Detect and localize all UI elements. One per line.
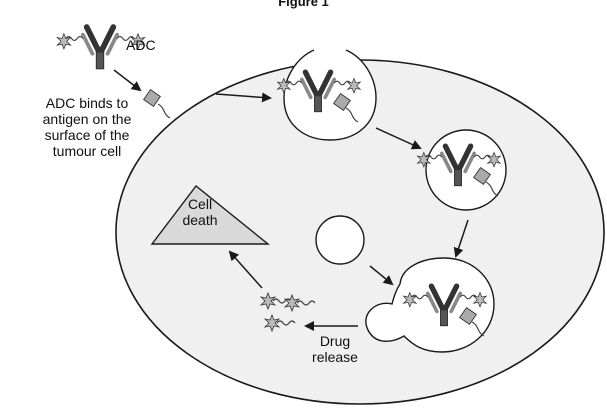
arrow-lysosome-to-fusion [369,265,394,286]
drug-release-label: Drug release [300,333,370,365]
arrow-to-fusion [453,219,469,258]
adc-binds-label: ADC binds to antigen on the surface of t… [22,95,152,159]
endosome-vesicle [418,129,507,211]
adc-binds-label-line: surface of the [44,127,130,143]
adc-binds-label-line: tumour cell [52,143,122,159]
arrow-adc-to-antigen [113,69,142,92]
lysosome-vesicle [315,215,365,265]
figure-title: Figure 1 [278,0,329,9]
endocytosis-vesicle [278,49,377,141]
adc-binds-label-line: ADC binds to [45,95,129,111]
adc-binds-label-line: antigen on the [42,111,132,127]
cell-death-label-line: death [182,212,218,228]
cell-death-triangle [150,185,270,245]
arrow-to-endosome [375,127,422,150]
cell-death-label: Cell death [172,196,228,228]
adc-label: ADC [126,37,156,53]
drug-release-label-line: release [312,349,358,365]
fused-vesicle [365,257,495,353]
arrow-to-cell-death [228,250,263,289]
drug-release-label-line: Drug [319,333,351,349]
cell-death-label-line: Cell [187,196,213,212]
arrow-to-endocytosis [215,92,272,103]
